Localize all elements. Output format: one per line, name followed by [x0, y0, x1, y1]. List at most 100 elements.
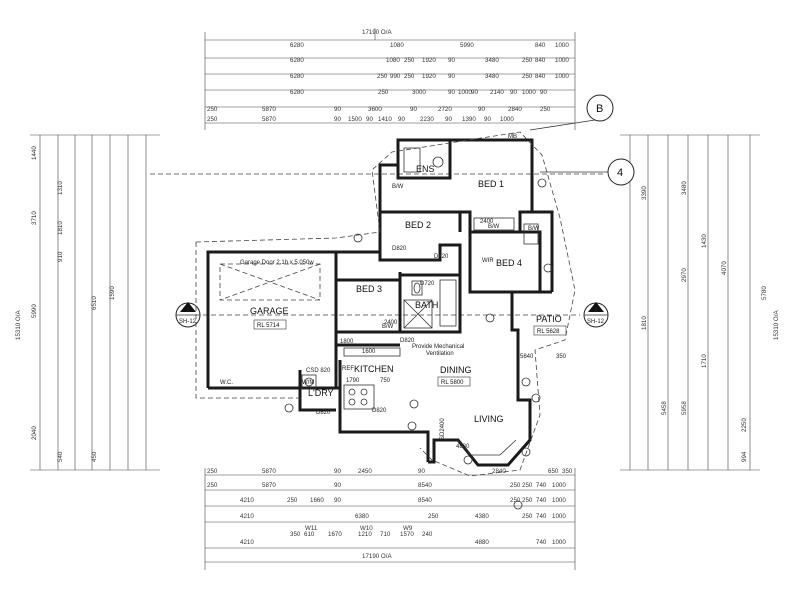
dim-top-r6-g: 90 [398, 116, 405, 123]
tag-d820-3: D820 [400, 338, 415, 344]
dim-right-j: 5958 [681, 401, 688, 415]
dim-right-g: 1810 [641, 316, 648, 330]
dim-bot-r6-f: 710 [380, 531, 391, 538]
dim-bot-r6-g: 1570 [400, 531, 414, 538]
room-bed1: BED 1 [478, 179, 504, 189]
dim-top-r3-g: 3480 [485, 73, 499, 80]
dim-bot-r2-g: 740 [536, 482, 547, 489]
section-left-ref: SH-12 [179, 319, 197, 325]
room-bath: BATH [415, 300, 438, 310]
room-garage: GARAGE [250, 306, 289, 316]
dim-right-b: 3480 [681, 181, 688, 195]
dim-bot-r4-d: 4380 [475, 513, 489, 520]
dim-bot-w10: W10 [360, 525, 373, 532]
dim-top-r2-a: 6280 [290, 57, 304, 64]
section-marker-right: 2 SH-12 [583, 302, 609, 328]
dim-top-r6-a: 250 [207, 116, 218, 123]
notes: Garage Door 2.1h x 5.050w Provide Mechan… [240, 134, 517, 357]
room-wc: W.C. [220, 380, 233, 386]
tag-csd820: CSD 820 [306, 368, 331, 374]
dim-bot-r3-a: 4210 [240, 497, 254, 504]
bottom-dimensions: 250 5870 90 2450 90 2840 650 350 250 587… [204, 468, 576, 570]
dim-top-r5-d: 3600 [368, 106, 382, 113]
dim-bot-r1-b: 5870 [262, 468, 276, 475]
dim-bot-r6-a: 4210 [240, 539, 254, 546]
tag-1790: 1790 [346, 378, 360, 384]
dim-bot-r4-c: 250 [428, 513, 439, 520]
dim-top-r3-f: 90 [448, 73, 455, 80]
dim-top-r5-f: 2720 [438, 106, 452, 113]
level-dining: RL 5800 [441, 380, 464, 386]
note-garage-door: Garage Door 2.1h x 5.050w [240, 260, 314, 266]
dim-bot-r6-e: 1210 [358, 531, 372, 538]
dim-top-r3-d: 250 [404, 73, 415, 80]
dim-bot-w11: W11 [305, 525, 318, 532]
dim-top-r6-d: 1500 [348, 116, 362, 123]
fixtures [195, 131, 576, 510]
tag-1600: 1600 [362, 349, 376, 355]
dim-top-r3-h: 250 [522, 73, 533, 80]
dim-bot-r1-d: 2450 [358, 468, 372, 475]
dim-bot-r1-h: 350 [562, 468, 573, 475]
dim-top-r2-d: 1920 [422, 57, 436, 64]
dim-left-a: 1440 [31, 146, 38, 160]
tag-2400-a: 2400 [384, 320, 398, 326]
dim-top-r2-e: 90 [448, 57, 455, 64]
dim-top-r2-b: 1080 [386, 57, 400, 64]
dim-right-e: 4070 [721, 261, 728, 275]
dim-bot-r6-c: 610 [304, 531, 315, 538]
dim-bot-r1-c: 90 [334, 468, 341, 475]
dim-top-r3-c: 990 [390, 73, 401, 80]
dim-top-r6-k: 90 [484, 116, 491, 123]
dim-bot-r4-e: 250 [522, 513, 533, 520]
dim-bot-r1-a: 250 [207, 468, 218, 475]
tag-2400-b: 2400 [480, 219, 494, 225]
dim-right-h: 1710 [701, 354, 708, 368]
note-vent-1: Provide Mechanical [412, 344, 464, 350]
right-dimensions: 3390 3480 2970 1430 4070 5780 1810 1710 … [620, 134, 780, 471]
section-left-num: 2 [186, 308, 190, 314]
dim-bot-r6-k: 1000 [552, 539, 566, 546]
tag-ref: REF [342, 366, 354, 372]
dim-top-r2-g: 250 [522, 57, 533, 64]
left-dimensions: 1440 1310 3710 1810 910 6510 5990 1590 2… [15, 134, 160, 471]
dim-top-r3-a: 6280 [290, 73, 304, 80]
tag-bw-3: B/W [488, 224, 500, 230]
dim-top-r4-c: 3000 [412, 89, 426, 96]
dim-bot-r3-h: 740 [536, 497, 547, 504]
dim-top-r5-c: 90 [334, 106, 341, 113]
note-mb: MB [508, 134, 517, 140]
dim-bot-r2-a: 250 [207, 482, 218, 489]
tag-d720: D720 [420, 281, 435, 287]
dim-bot-r6-b: 350 [290, 531, 301, 538]
room-ldry: L'DRY [308, 388, 334, 398]
dim-top-r4-g: 2140 [490, 89, 504, 96]
tag-d820-1: D820 [434, 254, 449, 260]
overall-right: 15310 O/A [773, 310, 780, 340]
room-dining: DINING [440, 365, 472, 375]
dim-top-r2-f: 3480 [485, 57, 499, 64]
dim-bot-r3-g: 250 [522, 497, 533, 504]
room-ens: ENS [416, 164, 435, 174]
level-patio: RL 5628 [537, 329, 560, 335]
tag-350: 350 [556, 354, 567, 360]
tag-bw-1: B/W [392, 184, 404, 190]
dim-top-r4-d: 90 [448, 89, 455, 96]
dim-left-e: 910 [57, 251, 64, 262]
dim-bot-r3-b: 250 [287, 497, 298, 504]
room-bed4: BED 4 [496, 258, 522, 268]
dim-left-k: 450 [91, 451, 98, 462]
dim-top-r5-a: 250 [207, 106, 218, 113]
room-kitchen: KITCHEN [354, 364, 394, 374]
dim-bot-r4-a: 4210 [240, 513, 254, 520]
level-tags: RL 5714 RL 5800 RL 5628 [253, 319, 567, 387]
dim-bot-r6-j: 740 [536, 539, 547, 546]
note-vent-2: Ventilation [426, 351, 454, 357]
dim-top-r6-l: 1000 [500, 116, 514, 123]
dim-bot-r2-h: 1000 [552, 482, 566, 489]
dim-top-r3-e: 1920 [422, 73, 436, 80]
dim-top-r1-e: 1000 [555, 42, 569, 49]
tag-750: 750 [380, 378, 391, 384]
dim-top-r1-a: 6280 [290, 42, 304, 49]
dim-left-j: 540 [57, 451, 64, 462]
